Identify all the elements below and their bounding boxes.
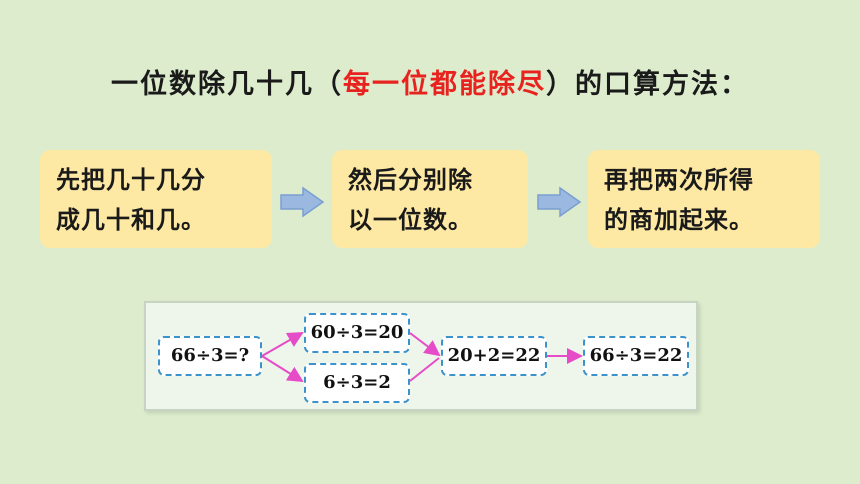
- right-arrow-icon: [537, 186, 582, 218]
- step-2-line-1: 然后分别除: [348, 166, 473, 194]
- step-3-line-1: 再把两次所得: [604, 166, 754, 194]
- connector-arrow: [261, 355, 304, 383]
- connector-arrow: [261, 332, 304, 357]
- example-panel: 66÷3=? 60÷3=20 6÷3=2 20+2=22 66÷3=22: [144, 301, 698, 411]
- step-1-line-2: 成几十和几。: [56, 206, 206, 234]
- title-suffix: ）的口算方法：: [546, 69, 749, 100]
- step-box-split: 先把几十几分 成几十和几。: [40, 150, 272, 248]
- step-2-line-2: 以一位数。: [348, 206, 473, 234]
- step-box-add: 再把两次所得 的商加起来。: [588, 150, 820, 248]
- connector-lines: [261, 332, 583, 383]
- ones-equation: 6÷3=2: [304, 363, 410, 403]
- page-title: 一位数除几十几（每一位都能除尽）的口算方法：: [0, 62, 860, 101]
- step-box-divide: 然后分别除 以一位数。: [332, 150, 528, 248]
- step-3-line-2: 的商加起来。: [604, 206, 754, 234]
- connector-line: [409, 357, 440, 382]
- question-equation: 66÷3=?: [158, 336, 262, 376]
- tens-equation: 60÷3=20: [304, 313, 410, 353]
- sum-equation: 20+2=22: [441, 336, 547, 376]
- right-arrow-icon: [280, 186, 325, 218]
- title-prefix: 一位数除几十几（: [111, 69, 343, 100]
- answer-equation: 66÷3=22: [583, 336, 689, 376]
- title-highlight: 每一位都能除尽: [343, 69, 546, 100]
- step-1-line-1: 先把几十几分: [56, 166, 206, 194]
- connector-arrow: [409, 332, 441, 357]
